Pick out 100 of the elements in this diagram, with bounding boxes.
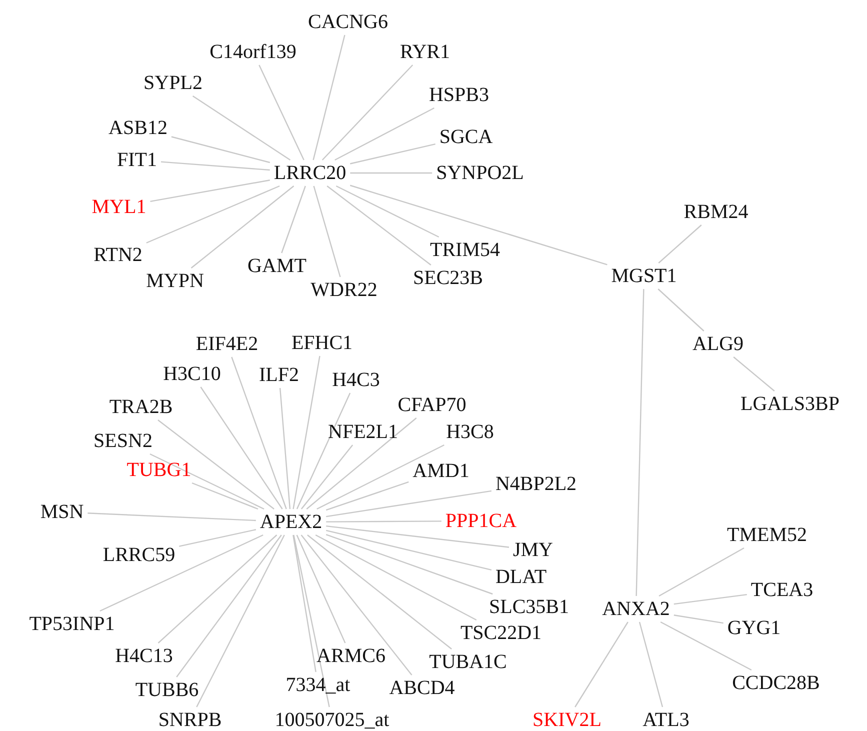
connector-line bbox=[334, 107, 434, 161]
connector-line bbox=[658, 224, 702, 264]
connector-line bbox=[190, 186, 294, 268]
connector-line bbox=[300, 534, 412, 676]
gene-label: LRRC20 bbox=[272, 163, 348, 183]
gene-label: C14orf139 bbox=[208, 42, 298, 62]
gene-label: SKIV2L bbox=[532, 710, 602, 730]
gene-label: HSPB3 bbox=[428, 85, 490, 105]
connector-line bbox=[315, 534, 477, 621]
connector-line bbox=[313, 186, 341, 278]
connector-line bbox=[307, 534, 452, 650]
gene-label: H3C8 bbox=[445, 422, 495, 442]
connector-line bbox=[281, 186, 306, 254]
gene-label: TMEM52 bbox=[726, 525, 808, 545]
connector-line bbox=[658, 547, 744, 597]
connector-line bbox=[574, 622, 628, 708]
gene-label: GYG1 bbox=[726, 618, 782, 638]
connector-line bbox=[146, 185, 280, 244]
gene-label: ARMC6 bbox=[316, 646, 386, 666]
gene-label: SNRPB bbox=[157, 710, 223, 730]
gene-label: 100507025_at bbox=[274, 710, 390, 730]
gene-label: SYPL2 bbox=[142, 73, 204, 93]
connector-line bbox=[192, 96, 291, 160]
gene-label: SLC35B1 bbox=[488, 597, 570, 617]
gene-label: WDR22 bbox=[310, 280, 378, 300]
gene-label: TRIM54 bbox=[429, 240, 501, 260]
gene-label: TUBG1 bbox=[126, 460, 192, 480]
gene-label: APEX2 bbox=[258, 512, 324, 532]
gene-label: 7334_at bbox=[284, 675, 352, 695]
connector-line bbox=[158, 534, 278, 644]
gene-label: FIT1 bbox=[116, 150, 158, 170]
gene-label: SESN2 bbox=[92, 431, 154, 451]
connector-line bbox=[100, 534, 264, 612]
connector-line bbox=[88, 512, 256, 522]
gene-label: PPP1CA bbox=[444, 511, 518, 531]
connector-line bbox=[292, 356, 320, 510]
connector-line bbox=[316, 444, 444, 510]
gene-label: MGST1 bbox=[610, 266, 678, 286]
gene-label: RYR1 bbox=[398, 42, 452, 62]
connector-line bbox=[150, 180, 270, 202]
connector-line bbox=[638, 622, 664, 708]
connector-line bbox=[326, 525, 510, 548]
connector-line bbox=[660, 621, 752, 671]
gene-label: SEC23B bbox=[412, 268, 484, 288]
gene-label: CFAP70 bbox=[396, 395, 468, 415]
connector-line bbox=[196, 534, 285, 708]
gene-label: RTN2 bbox=[92, 245, 144, 265]
connector-line bbox=[636, 288, 644, 596]
gene-label: TSC22D1 bbox=[459, 623, 543, 643]
connector-line bbox=[258, 64, 304, 160]
connector-line bbox=[326, 490, 492, 518]
connector-line bbox=[192, 482, 258, 510]
connector-line bbox=[296, 534, 346, 644]
connector-line bbox=[326, 534, 493, 595]
connector-line bbox=[733, 356, 775, 392]
gene-label: LGALS3BP bbox=[740, 394, 840, 414]
gene-label: CACNG6 bbox=[307, 12, 389, 32]
gene-label: TCEA3 bbox=[750, 580, 814, 600]
gene-label: H4C3 bbox=[331, 370, 381, 390]
gene-label: GAMT bbox=[246, 256, 308, 276]
connector-line bbox=[326, 186, 432, 266]
connector-line bbox=[674, 594, 747, 605]
gene-label: DLAT bbox=[494, 567, 548, 587]
gene-label: EFHC1 bbox=[290, 333, 354, 353]
gene-label: MYPN bbox=[145, 271, 205, 291]
gene-label: ASB12 bbox=[108, 118, 168, 138]
gene-label: N4BP2L2 bbox=[494, 474, 578, 494]
connector-line bbox=[171, 136, 270, 164]
gene-label: ATL3 bbox=[642, 710, 690, 730]
connector-line bbox=[160, 161, 270, 171]
connector-line bbox=[350, 172, 432, 174]
gene-label: TUBB6 bbox=[134, 680, 200, 700]
connector-line bbox=[326, 530, 492, 571]
connector-line bbox=[312, 34, 346, 160]
connector-line bbox=[231, 356, 287, 510]
gene-label: ALG9 bbox=[691, 334, 745, 354]
gene-label: CCDC28B bbox=[731, 673, 821, 693]
gene-label: H3C10 bbox=[162, 364, 222, 384]
connector-line bbox=[350, 144, 436, 164]
connector-line bbox=[150, 453, 264, 510]
gene-label: TUBA1C bbox=[428, 652, 508, 672]
gene-label: EIF4E2 bbox=[194, 334, 260, 354]
gene-label: TRA2B bbox=[108, 397, 174, 417]
connector-line bbox=[296, 392, 351, 510]
gene-label: NFE2L1 bbox=[327, 422, 399, 442]
gene-label: MYL1 bbox=[90, 197, 148, 217]
connector-line bbox=[279, 388, 291, 510]
connector-line bbox=[322, 64, 414, 160]
gene-label: RBM24 bbox=[682, 202, 750, 222]
gene-label: ABCD4 bbox=[388, 678, 456, 698]
gene-label: SGCA bbox=[438, 127, 494, 147]
connector-line bbox=[292, 534, 316, 672]
gene-label: LRRC59 bbox=[102, 545, 176, 565]
connector-line bbox=[326, 520, 442, 522]
connector-line bbox=[658, 288, 704, 332]
gene-label: SYNPO2L bbox=[435, 163, 525, 183]
connector-line bbox=[336, 185, 440, 238]
gene-label: JMY bbox=[512, 540, 554, 560]
gene-label: MSN bbox=[39, 502, 85, 522]
connector-line bbox=[674, 614, 724, 624]
